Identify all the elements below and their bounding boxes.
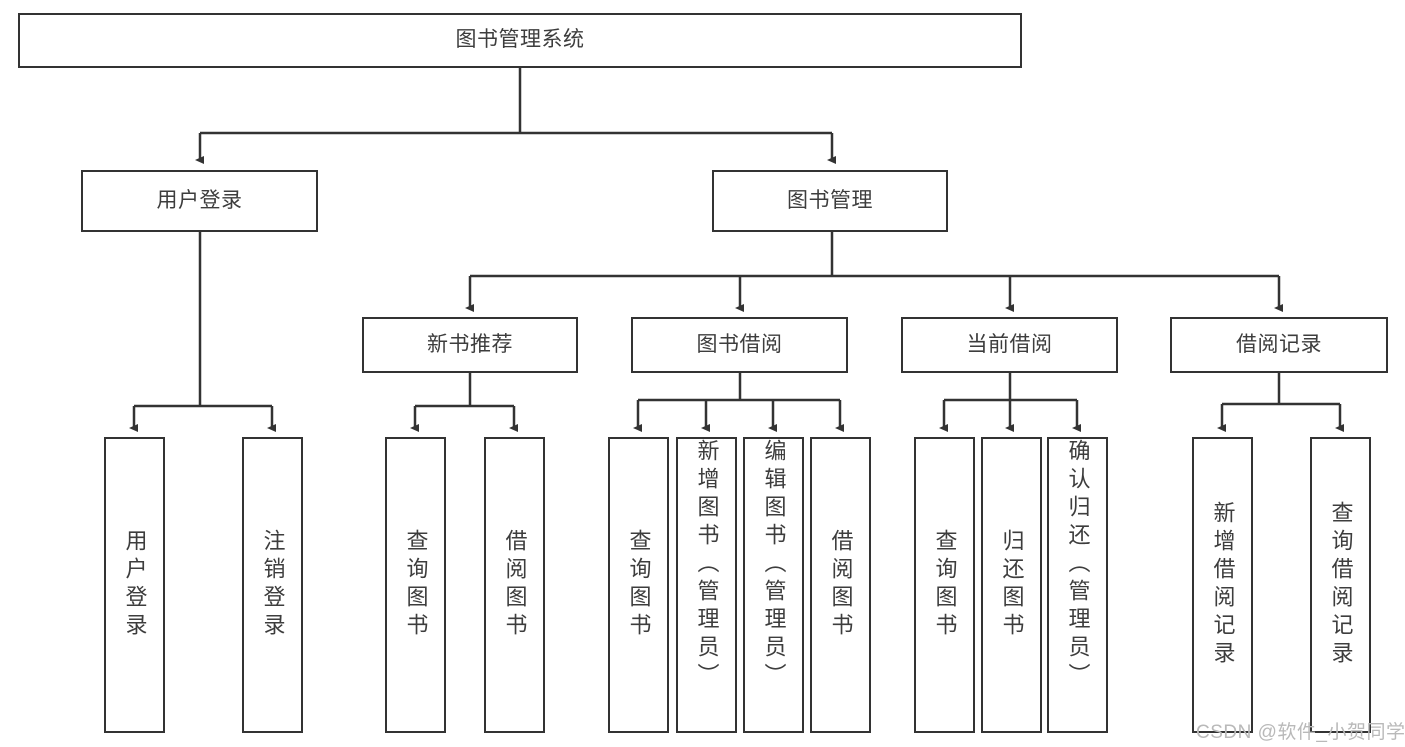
leaf-query-books-borrow[interactable]: 查询图书	[608, 437, 669, 733]
node-label: 借阅图书	[828, 529, 854, 641]
node-label: 编辑图书（管理员）	[761, 439, 787, 691]
leaf-query-borrow-record[interactable]: 查询借阅记录	[1310, 437, 1371, 733]
node-root-system[interactable]: 图书管理系统	[18, 13, 1022, 68]
node-label: 查询图书	[626, 529, 652, 641]
leaf-logout[interactable]: 注销登录	[242, 437, 303, 733]
node-label: 查询借阅记录	[1328, 501, 1354, 669]
leaf-borrow-books[interactable]: 借阅图书	[810, 437, 871, 733]
node-label: 归还图书	[999, 529, 1025, 641]
node-book-management[interactable]: 图书管理	[712, 170, 948, 232]
node-label: 新增图书（管理员）	[694, 439, 720, 691]
node-label: 注销登录	[260, 529, 286, 641]
leaf-return-books[interactable]: 归还图书	[981, 437, 1042, 733]
node-label: 用户登录	[156, 188, 243, 212]
node-current-borrow[interactable]: 当前借阅	[901, 317, 1118, 373]
node-book-borrow[interactable]: 图书借阅	[631, 317, 848, 373]
node-label: 借阅记录	[1236, 332, 1322, 356]
watermark-text: CSDN @软件_小贺同学	[1196, 722, 1405, 743]
node-new-book-recommendation[interactable]: 新书推荐	[362, 317, 578, 373]
node-label: 查询图书	[403, 529, 429, 641]
node-label: 图书管理系统	[455, 28, 585, 52]
node-user-login[interactable]: 用户登录	[81, 170, 318, 232]
node-label: 当前借阅	[966, 332, 1053, 356]
leaf-add-book-admin[interactable]: 新增图书（管理员）	[676, 437, 737, 733]
leaf-borrow-books-recommend[interactable]: 借阅图书	[484, 437, 545, 733]
leaf-add-borrow-record[interactable]: 新增借阅记录	[1192, 437, 1253, 733]
node-label: 新书推荐	[427, 332, 513, 356]
leaf-query-books-recommend[interactable]: 查询图书	[385, 437, 446, 733]
leaf-edit-book-admin[interactable]: 编辑图书（管理员）	[743, 437, 804, 733]
leaf-confirm-return-admin[interactable]: 确认归还（管理员）	[1047, 437, 1108, 733]
node-label: 确认归还（管理员）	[1065, 439, 1091, 691]
node-label: 查询图书	[932, 529, 958, 641]
node-label: 新增借阅记录	[1210, 501, 1236, 669]
node-label: 用户登录	[122, 529, 148, 641]
node-label: 借阅图书	[502, 529, 528, 641]
leaf-user-login[interactable]: 用户登录	[104, 437, 165, 733]
leaf-query-books-current[interactable]: 查询图书	[914, 437, 975, 733]
node-borrow-records[interactable]: 借阅记录	[1170, 317, 1388, 373]
node-label: 图书借阅	[696, 332, 783, 356]
node-label: 图书管理	[787, 188, 873, 212]
